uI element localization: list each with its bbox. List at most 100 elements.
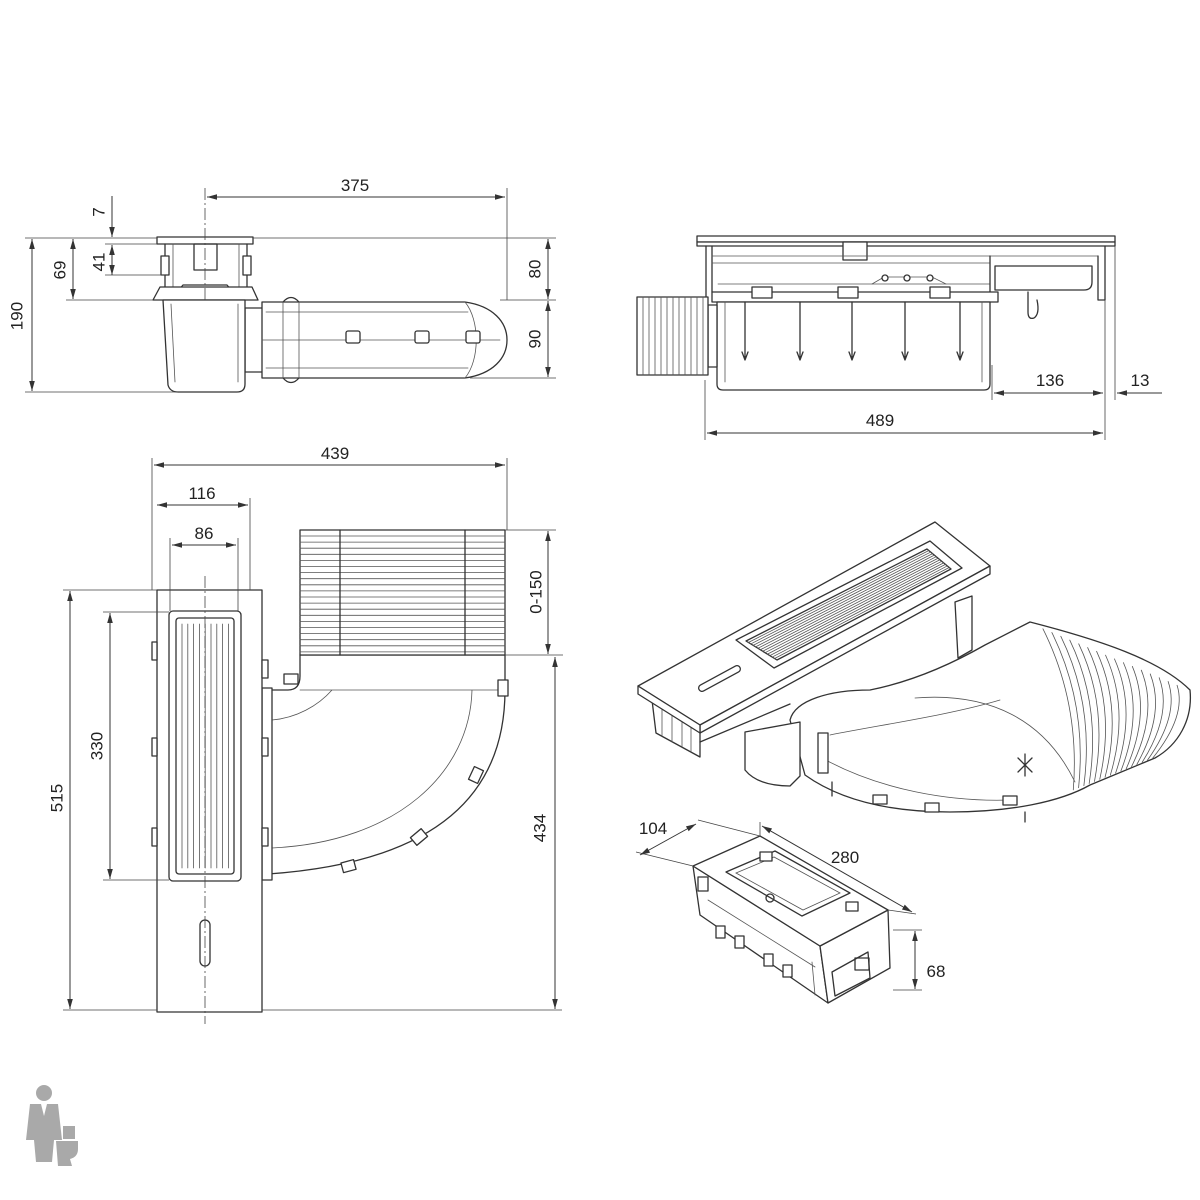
isometric-elbow-rib bbox=[1136, 673, 1156, 765]
dimension-line-module-length bbox=[761, 825, 913, 913]
front-flange-clip bbox=[837, 286, 859, 299]
elbow-inner-lines bbox=[271, 689, 506, 849]
module-side-panel bbox=[831, 951, 871, 997]
front-center-insert bbox=[842, 241, 868, 261]
pipe-inner-lines bbox=[261, 301, 501, 379]
module-extension-lines bbox=[635, 819, 922, 991]
dimension-label-plan-width: 439 bbox=[321, 444, 349, 463]
isometric-plate-side-edge bbox=[637, 685, 701, 734]
isometric-elbow-rib bbox=[1152, 684, 1180, 759]
drain-flange bbox=[152, 286, 259, 301]
isometric-grate-slat bbox=[755, 554, 935, 648]
housing-clip-left bbox=[160, 255, 170, 276]
logo-collar bbox=[41, 1104, 47, 1116]
dimension-label-right-offset: 136 bbox=[1036, 371, 1064, 390]
front-bracket-screw bbox=[926, 274, 934, 282]
module-dimensions: 104 280 68 bbox=[635, 819, 946, 991]
isometric-outlet-elbow bbox=[789, 621, 1192, 813]
front-bracket-screw bbox=[903, 274, 911, 282]
pipe-clip bbox=[465, 330, 481, 344]
outlet-grating-dividers bbox=[339, 529, 466, 656]
front-frame-rails bbox=[711, 255, 1099, 285]
dimension-label-channel-width: 116 bbox=[188, 484, 215, 503]
isometric-grate-slat bbox=[767, 562, 945, 655]
isometric-grate-slat bbox=[774, 567, 950, 659]
dimension-label-plate-thickness: 7 bbox=[90, 207, 109, 216]
trap-body-inner-lines bbox=[170, 303, 239, 383]
isometric-grate-inner bbox=[745, 548, 952, 661]
pipe-coupling-bulge bbox=[282, 296, 300, 384]
side-view-extension-lines bbox=[25, 188, 556, 393]
channel-grate-slats bbox=[181, 623, 229, 869]
isometric-grate-slat bbox=[752, 553, 933, 646]
isometric-grate-slat bbox=[769, 563, 946, 657]
dimension-label-side-length: 375 bbox=[341, 176, 369, 195]
dimension-label-pipe-height: 90 bbox=[526, 330, 545, 349]
front-flange-clip bbox=[751, 286, 773, 299]
front-view bbox=[636, 235, 1116, 391]
dimension-label-edge-offset: 13 bbox=[1131, 371, 1150, 390]
front-bracket-screw bbox=[881, 274, 889, 282]
dimension-label-grate-width: 86 bbox=[195, 524, 214, 543]
dimension-label-grate-depth: 41 bbox=[90, 253, 109, 272]
isometric-trap-body bbox=[744, 721, 801, 787]
dimension-label-adjustable-range: 0-150 bbox=[527, 570, 546, 613]
isometric-pipe-connector bbox=[817, 732, 829, 774]
channel-side-tab bbox=[151, 641, 158, 661]
grate-center-insert bbox=[193, 243, 218, 271]
isometric-elbow-rib bbox=[1069, 639, 1093, 784]
trap-body bbox=[162, 299, 246, 393]
grate-housing-inner-lines bbox=[172, 243, 240, 288]
isometric-elbow-rib bbox=[1051, 632, 1081, 789]
side-view-dimensions: 375 7 41 69 190 80 90 bbox=[8, 176, 556, 393]
isometric-elbow-rib bbox=[1141, 677, 1164, 763]
pipe-clip bbox=[345, 330, 361, 344]
elbow-clip bbox=[409, 828, 429, 846]
grate-housing-walls bbox=[164, 243, 248, 288]
isometric-grate-slat bbox=[771, 565, 948, 658]
plan-view-dimensions: 439 116 86 0-150 330 515 434 bbox=[48, 444, 563, 1011]
dimension-label-outlet-center-height: 80 bbox=[526, 260, 545, 279]
module-clip bbox=[759, 851, 773, 862]
module-connector-port bbox=[715, 925, 726, 939]
module-connector-port bbox=[763, 953, 774, 967]
logo-toilet-bowl bbox=[56, 1141, 78, 1166]
isometric-elbow-inner-lines bbox=[821, 696, 1076, 801]
elbow-clip bbox=[497, 679, 509, 697]
elbow-clip bbox=[467, 765, 485, 785]
channel-side-tab bbox=[151, 827, 158, 847]
outlet-grating-plan bbox=[299, 529, 506, 656]
logo-body bbox=[26, 1104, 62, 1162]
module-clip bbox=[854, 957, 870, 971]
isometric-support-feet bbox=[831, 781, 1026, 823]
outlet-grating-slats bbox=[299, 535, 506, 653]
isometric-elbow-rib bbox=[1042, 628, 1075, 791]
dimension-label-total-height: 190 bbox=[8, 302, 27, 330]
front-retaining-hook bbox=[1027, 291, 1039, 320]
isometric-body-lines bbox=[699, 595, 973, 743]
dimension-label-module-depth: 104 bbox=[639, 819, 667, 838]
module-clip bbox=[697, 876, 709, 892]
module-front-lines bbox=[707, 899, 816, 996]
side-view bbox=[152, 188, 508, 393]
dimension-label-front-width: 489 bbox=[866, 411, 894, 430]
plan-view-extension-lines bbox=[63, 458, 563, 1011]
isometric-grate-slats bbox=[747, 550, 950, 659]
front-trap-body bbox=[716, 301, 991, 391]
front-flange-clip bbox=[929, 286, 951, 299]
isometric-elbow-rib bbox=[1114, 658, 1127, 774]
front-leveling-rods bbox=[741, 301, 964, 361]
isometric-elbow-rib bbox=[1078, 643, 1100, 782]
front-frame-left-wall bbox=[705, 245, 713, 301]
dimension-label-outlet-length: 434 bbox=[531, 814, 550, 842]
isometric-elbow-rib bbox=[1096, 650, 1113, 778]
front-cover-plate bbox=[696, 235, 1116, 243]
logo-toilet-tank bbox=[63, 1126, 75, 1139]
front-view-extension-lines bbox=[704, 246, 1116, 440]
channel-outlet-connector bbox=[261, 687, 273, 881]
dimension-label-module-height: 68 bbox=[927, 962, 946, 981]
module-connector-port bbox=[782, 964, 793, 978]
isometric-cleaning-slot-inner bbox=[699, 666, 740, 691]
outlet-elbow-plan bbox=[267, 654, 506, 875]
